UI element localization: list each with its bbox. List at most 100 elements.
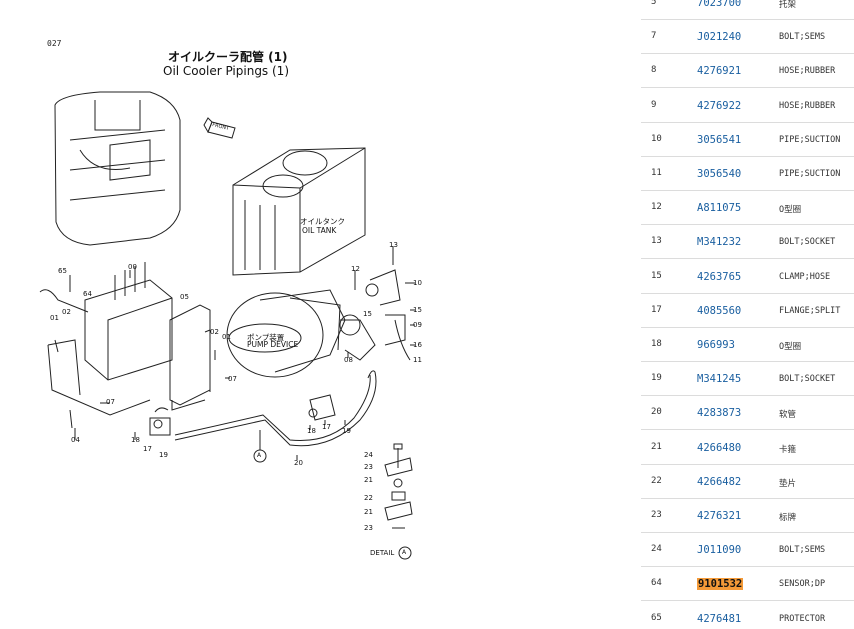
callout-22: 22	[364, 494, 373, 502]
callout-04: 04	[71, 436, 80, 444]
oil-tank-label-jp: オイルタンク	[300, 217, 345, 226]
part-description: 标牌	[779, 513, 797, 523]
part-number-link[interactable]: A811075	[697, 202, 742, 215]
table-row: 8 4276921 HOSE;RUBBER	[641, 54, 854, 89]
callout-08: 08	[344, 356, 353, 364]
item-number: 64	[651, 578, 662, 589]
part-number-link[interactable]: 4085560	[697, 304, 742, 317]
part-number-link[interactable]: 4263765	[697, 270, 742, 283]
table-row: 11 3056540 PIPE;SUCTION	[641, 157, 854, 191]
callout-02-right: 02	[210, 328, 219, 336]
callout-00: 00	[128, 263, 137, 271]
item-number: 21	[651, 441, 662, 452]
callout-10: 10	[413, 279, 422, 287]
callout-19-right: 19	[342, 427, 351, 435]
callout-13: 13	[389, 241, 398, 249]
part-number-link[interactable]: 4266480	[697, 441, 742, 454]
pump-label-jp: ポンプ装置	[247, 333, 285, 342]
part-description: 托架	[779, 0, 797, 10]
callout-12: 12	[351, 265, 360, 273]
diagram-title-english: Oil Cooler Pipings (1)	[163, 64, 289, 78]
part-description: 垫片	[779, 478, 797, 489]
callout-23-bottom: 23	[364, 524, 373, 532]
item-number: 18	[651, 339, 662, 349]
part-description: BOLT;SOCKET	[779, 374, 836, 385]
item-number: 10	[651, 133, 662, 144]
table-row: 10 3056541 PIPE;SUCTION	[641, 123, 854, 157]
detail-marker-a: A	[402, 549, 407, 556]
part-number-link[interactable]: 7023700	[697, 0, 742, 9]
callout-16: 16	[413, 341, 422, 349]
part-number-link[interactable]: M341245	[697, 373, 742, 386]
part-description: PIPE;SUCTION	[779, 169, 841, 179]
item-number: 12	[651, 202, 662, 213]
item-number: 65	[651, 612, 662, 623]
callout-65: 65	[58, 267, 67, 275]
part-description: FLANGE;SPLIT	[779, 305, 841, 316]
item-number: 7	[651, 31, 657, 42]
part-number-link[interactable]: J021240	[697, 31, 742, 44]
callout-01-right: 01	[222, 333, 231, 341]
item-number: 20	[651, 407, 662, 418]
callout-07-left: 07	[106, 398, 115, 406]
part-description: PIPE;SUCTION	[779, 134, 841, 145]
item-number: 15	[651, 270, 662, 281]
table-row: 21 4266480 卡箍	[641, 431, 854, 465]
callout-07-right: 07	[228, 375, 237, 383]
part-number-link[interactable]: M341232	[697, 236, 742, 249]
callout-23-top: 23	[364, 463, 373, 471]
callout-19-left: 19	[159, 451, 168, 459]
part-number-link[interactable]: 4276321	[697, 510, 742, 522]
callout-11: 11	[413, 356, 422, 364]
item-number: 19	[651, 373, 662, 384]
part-number-link[interactable]: 4266482	[697, 475, 742, 488]
part-description: HOSE;RUBBER	[779, 100, 836, 111]
part-number-link[interactable]: J011090	[697, 544, 742, 557]
table-row: 19 M341245 BOLT;SOCKET	[641, 362, 854, 397]
part-number-link[interactable]: 4276481	[697, 612, 742, 625]
item-number: 23	[651, 510, 662, 520]
table-row: 15 4263765 CLAMP;HOSE	[641, 260, 854, 294]
item-number: 11	[651, 168, 662, 178]
part-description: O型圈	[779, 205, 802, 216]
part-description: CLAMP;HOSE	[779, 271, 831, 282]
part-description: BOLT;SOCKET	[779, 237, 836, 248]
part-number-link[interactable]: 3056541	[697, 133, 742, 146]
exploded-view-drawing	[39, 91, 415, 560]
callout-18-left: 18	[131, 436, 140, 444]
callout-21-top: 21	[364, 476, 373, 484]
detail-label: DETAIL	[370, 549, 395, 557]
part-number-link[interactable]: 966993	[697, 339, 735, 351]
table-row: 13 M341232 BOLT;SOCKET	[641, 225, 854, 260]
part-description: PROTECTOR	[779, 613, 826, 624]
item-number: 8	[651, 65, 657, 76]
callout-21-bottom: 21	[364, 508, 373, 516]
item-number: 13	[651, 236, 662, 247]
part-number-link[interactable]: 3056540	[697, 168, 742, 180]
callout-marker-a: A	[257, 452, 262, 459]
item-number: 5	[651, 0, 657, 7]
item-number: 9	[651, 99, 657, 110]
figure-id: 027	[47, 39, 62, 48]
callout-15-pump: 15	[363, 310, 372, 318]
item-number: 24	[651, 544, 662, 555]
part-number-link[interactable]: 9101532	[697, 578, 744, 591]
part-number-link[interactable]: 4276921	[697, 65, 742, 78]
callout-09: 09	[413, 321, 422, 329]
part-description: 卡箍	[779, 444, 797, 455]
diagram-title-japanese: オイルクーラ配管 (1)	[168, 50, 288, 64]
callout-02-left: 02	[62, 308, 71, 316]
part-description: HOSE;RUBBER	[779, 66, 836, 77]
table-row: 5 7023700 托架	[641, 0, 854, 20]
table-row: 12 A811075 O型圈	[641, 191, 854, 226]
table-row: 9 4276922 HOSE;RUBBER	[641, 89, 854, 123]
callout-20: 20	[294, 459, 303, 467]
callout-18-right: 18	[307, 427, 316, 435]
part-number-link[interactable]: 4276922	[697, 99, 742, 112]
part-number-link[interactable]: 4283873	[697, 407, 742, 420]
